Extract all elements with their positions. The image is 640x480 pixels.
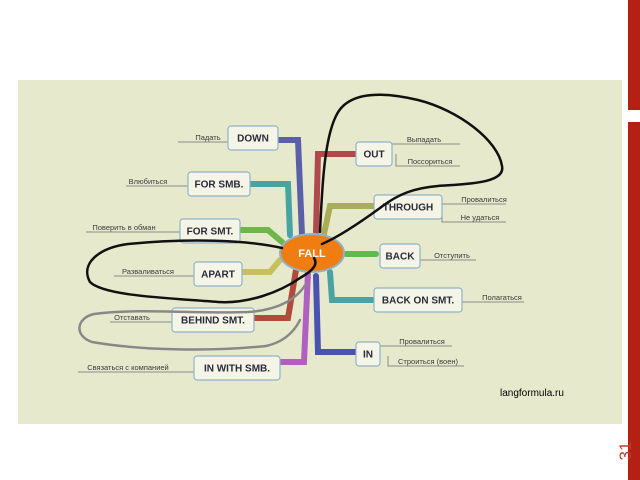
- node-for-smb: FOR SMB.: [195, 180, 244, 191]
- leaf-connectors: [78, 141, 524, 373]
- connector-in: [313, 273, 359, 355]
- node-box-in: [355, 341, 381, 367]
- leaf-through-2: Не удаться: [461, 213, 500, 222]
- leaf-behind-smt-1: Отставать: [114, 313, 150, 322]
- connector-through: [321, 203, 377, 237]
- leaf-in-2: Строиться (воен): [398, 357, 459, 366]
- accent-bar: [628, 122, 640, 480]
- leaf-apart-1: Разваливаться: [122, 267, 174, 276]
- mindmap: DOWN FOR SMB. FOR SMT. APART BEHIND SMT.…: [78, 93, 564, 399]
- branch-connectors: [237, 137, 379, 365]
- center-node: [279, 233, 345, 273]
- slide-number: 31: [616, 441, 635, 461]
- leaf-back-on-smt-1: Полагаться: [482, 293, 522, 302]
- node-back: BACK: [386, 252, 416, 263]
- hand-drawn-loop-behind-smt: [78, 282, 308, 351]
- mindmap-panel: DOWN FOR SMB. FOR SMT. APART BEHIND SMT.…: [18, 80, 622, 424]
- node-apart: APART: [201, 270, 235, 281]
- hand-drawn-loop-out-through: [318, 93, 504, 246]
- node-box-in-with-smb: [193, 355, 281, 381]
- leaf-back-1: Отступить: [434, 251, 470, 260]
- connector-apart: [239, 257, 283, 275]
- node-for-smt: FOR SMT.: [187, 227, 234, 238]
- leaf-out-1: Выпадать: [407, 135, 441, 144]
- node-box-for-smt: [179, 218, 241, 244]
- node-box-behind-smt: [171, 307, 255, 333]
- leaf-out-2: Поссориться: [408, 157, 453, 166]
- hand-drawn-loop-apart: [86, 239, 317, 304]
- leaf-in-with-smb-1: Связаться с компанией: [87, 363, 169, 372]
- connector-back-on-smt: [327, 269, 377, 303]
- connector-for-smt: [237, 227, 285, 245]
- node-back-on-smt: BACK ON SMT.: [382, 296, 454, 307]
- leaf-for-smb-1: Влюбиться: [129, 177, 168, 186]
- leaf-down-1: Падать: [195, 133, 220, 142]
- accent-bar-top: [628, 0, 640, 110]
- connector-for-smb: [247, 181, 293, 238]
- connector-out: [313, 151, 359, 235]
- leaf-for-smt-1: Поверить в обман: [92, 223, 155, 232]
- credit: langformula.ru: [500, 388, 564, 399]
- connector-in-with-smb: [277, 269, 311, 365]
- branch-node-boxes: [171, 125, 463, 381]
- node-box-down: [227, 125, 279, 151]
- node-box-for-smb: [187, 171, 251, 197]
- node-in-with-smb: IN WITH SMB.: [204, 364, 270, 375]
- center-label: FALL: [298, 248, 326, 260]
- leaf-in-1: Провалиться: [399, 337, 445, 346]
- node-in: IN: [363, 350, 373, 361]
- node-down: DOWN: [237, 134, 269, 145]
- node-through: THROUGH: [383, 203, 434, 214]
- node-box-back: [379, 243, 421, 269]
- node-box-out: [355, 141, 393, 167]
- node-box-back-on-smt: [373, 287, 463, 313]
- connector-down: [273, 137, 305, 238]
- connector-behind-smt: [251, 267, 299, 321]
- node-behind-smt: BEHIND SMT.: [181, 316, 245, 327]
- node-box-apart: [193, 261, 243, 287]
- leaf-through-1: Провалиться: [461, 195, 507, 204]
- node-out: OUT: [363, 150, 384, 161]
